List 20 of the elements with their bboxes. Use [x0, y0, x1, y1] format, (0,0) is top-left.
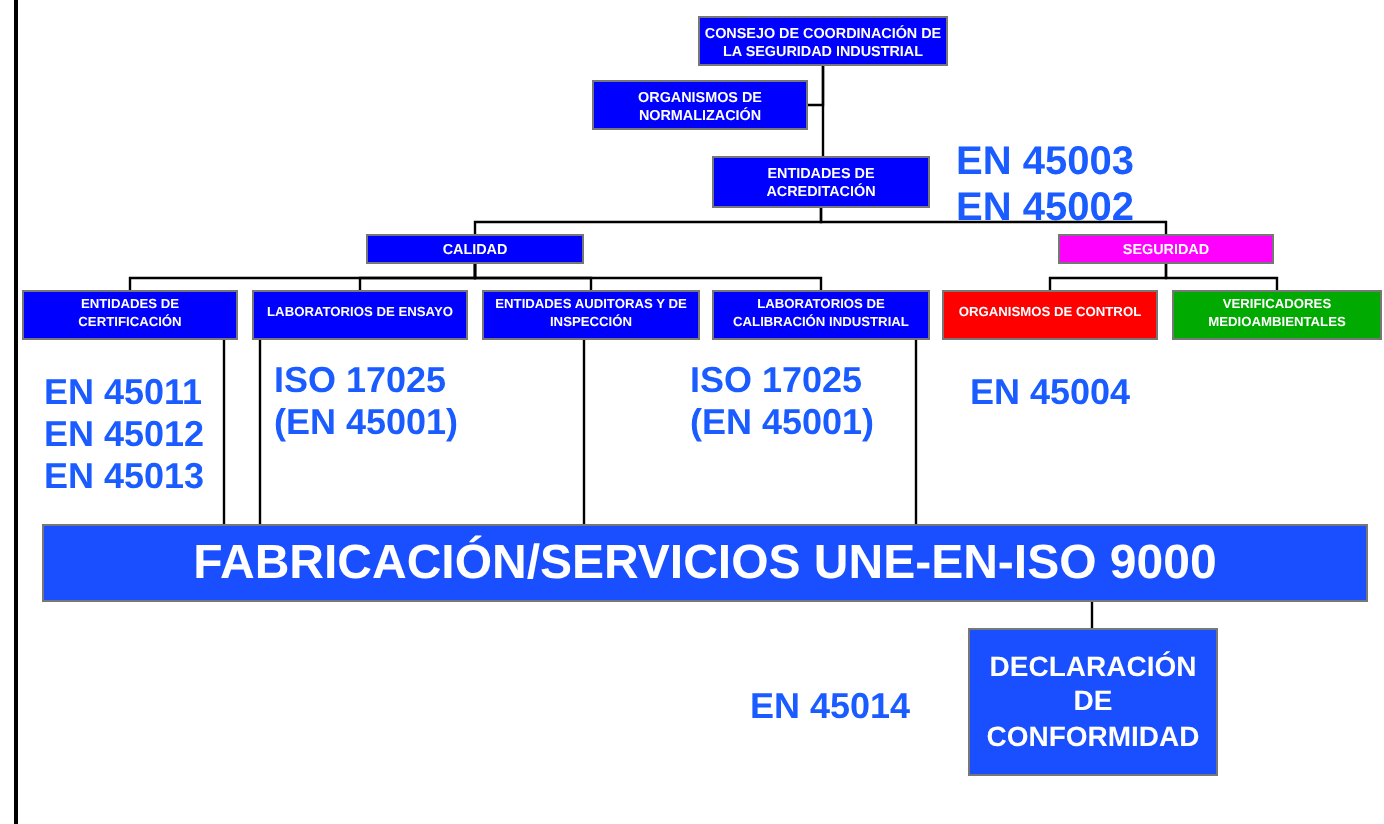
connector-line: [1090, 602, 1094, 628]
connector-line: [821, 66, 825, 156]
connector-line: [222, 340, 226, 524]
standard-label: EN 45013: [44, 456, 205, 498]
standard-label: EN 45003: [956, 140, 1134, 186]
standard-label: EN 45012: [44, 414, 205, 456]
process-bar: FABRICACIÓN/SERVICIOS UNE-EN-ISO 9000: [42, 524, 1368, 602]
standard-label: EN 45002: [956, 186, 1134, 232]
standard-label: EN 45014: [750, 686, 911, 728]
connector-line: [582, 340, 586, 524]
standard-label: ISO 17025 (EN 45001): [690, 360, 877, 443]
standard-label: EN 45011: [44, 372, 203, 414]
standard-label: EN 45004: [970, 372, 1131, 414]
connector-line: [1164, 264, 1279, 290]
standard-label: ISO 17025 (EN 45001): [274, 360, 461, 443]
process-box: DECLARACIÓN DE CONFORMIDAD: [968, 628, 1218, 776]
connector-line: [473, 264, 823, 290]
connector-line: [914, 340, 918, 524]
connector-line: [258, 340, 262, 524]
connector-line: [819, 208, 1168, 234]
